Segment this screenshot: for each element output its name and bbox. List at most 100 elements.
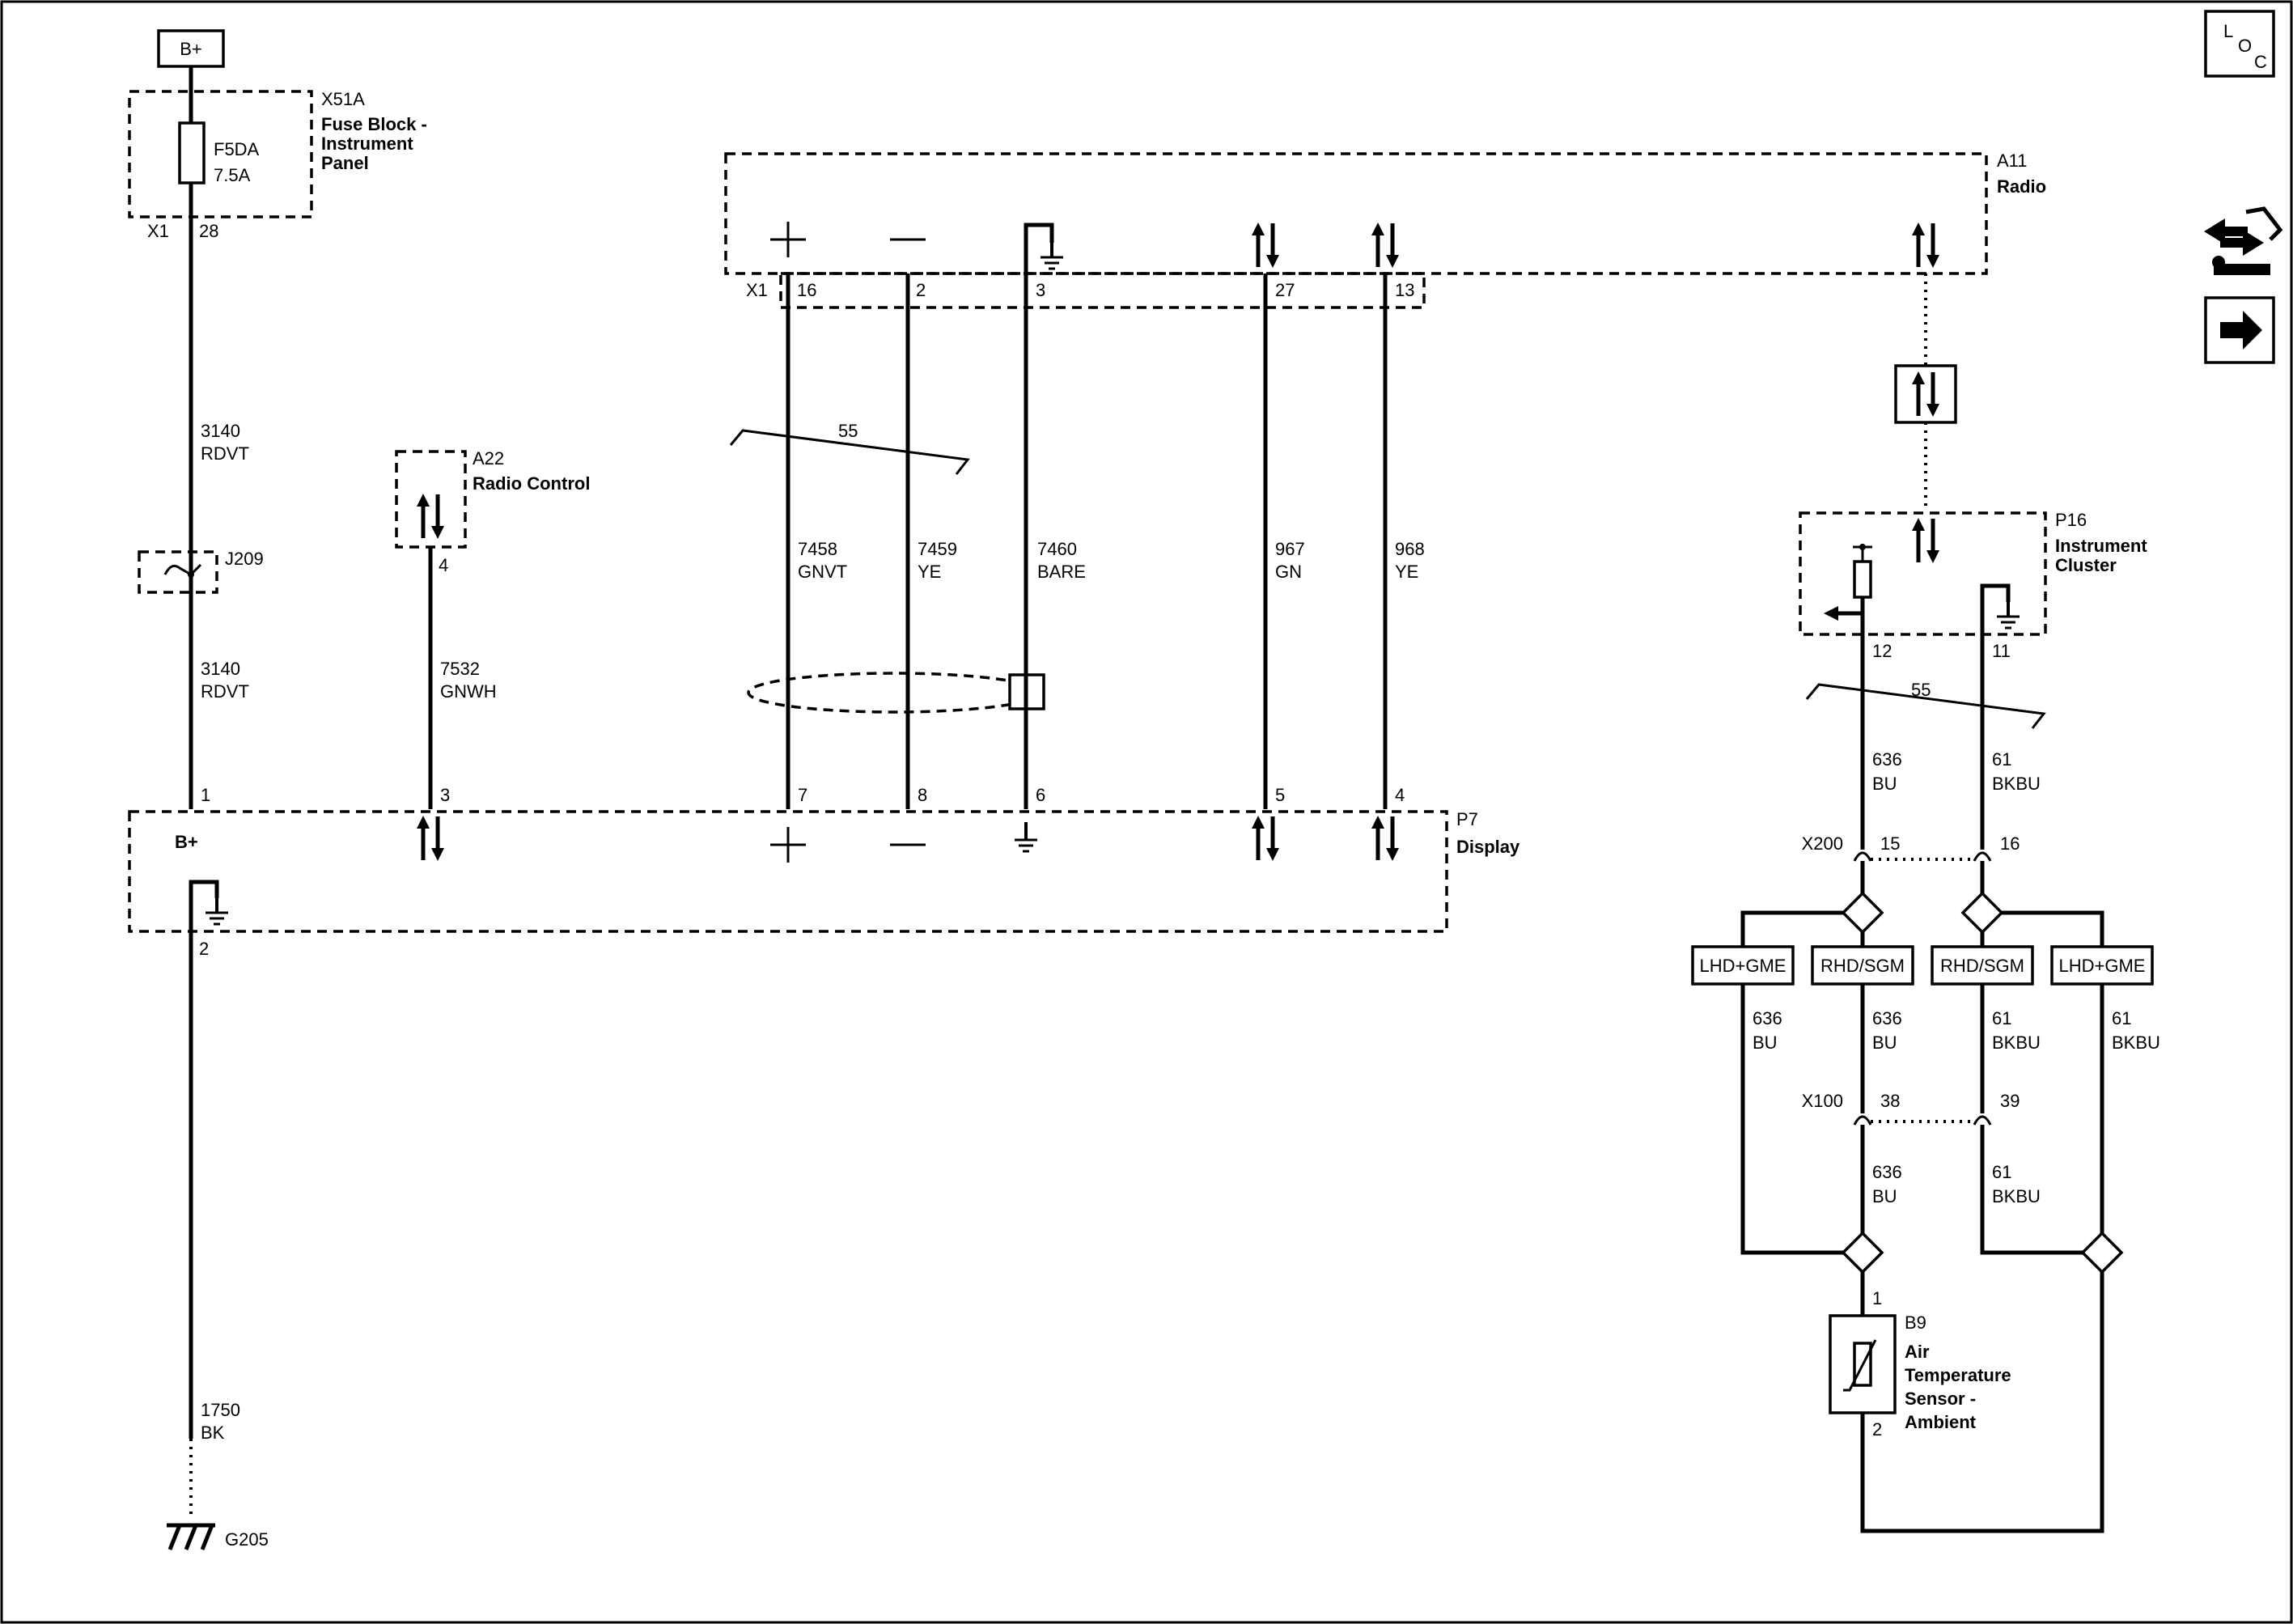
option-rhd-sgm-right[interactable]: RHD/SGM: [1931, 945, 2034, 986]
wire-636-lhd[interactable]: [1740, 984, 1843, 1255]
wire-967-num: 967: [1275, 539, 1305, 559]
twisted-pair-marker-2: 55: [1805, 680, 2046, 729]
display-pin-4: 4: [1395, 785, 1405, 805]
cluster-name-2: Cluster: [2055, 555, 2117, 575]
radio-control-module[interactable]: A22 Radio Control 4: [395, 448, 590, 575]
wire-61-color-b: BKBU: [1992, 1032, 2041, 1053]
splice-j209[interactable]: J209: [138, 549, 264, 594]
join-diamond-636: [1841, 1231, 1884, 1274]
display-pin-6: 6: [1036, 785, 1045, 805]
ambient-air-temperature-sensor[interactable]: 1 2 B9 Air Temperature Sensor - Ambient: [1829, 1288, 2011, 1440]
splice-label: J209: [225, 549, 264, 569]
fuse-block-ref: X51A: [321, 89, 365, 109]
wire-636-color-a: BU: [1872, 774, 1897, 794]
ground-label: G205: [225, 1529, 269, 1550]
radio-control-ref: A22: [473, 448, 504, 469]
wire-61-color-d: BKBU: [1992, 1186, 2041, 1206]
display-pin-3: 3: [440, 785, 450, 805]
option-diamond-636: [1841, 891, 1884, 935]
display-pin-5: 5: [1275, 785, 1285, 805]
radio-pin-3: 3: [1036, 280, 1045, 300]
ground-g205[interactable]: G205: [167, 1523, 269, 1550]
display-ref: P7: [1456, 809, 1478, 829]
radio-pin-13: 13: [1395, 280, 1414, 300]
wire-1750-color: BK: [201, 1423, 225, 1443]
wire-3140-color-b: RDVT: [201, 681, 249, 702]
wire-61-lhd-branch: [2002, 910, 2104, 947]
data-link-symbol: [1894, 364, 1957, 424]
option-label-1: LHD+GME: [1700, 956, 1787, 976]
radio-name: Radio: [1997, 176, 2046, 197]
wire-61-color-a: BKBU: [1992, 774, 2041, 794]
wire-61-lower[interactable]: [1980, 1125, 2083, 1255]
sensor-ref: B9: [1905, 1312, 1926, 1333]
radio-module[interactable]: A11 Radio X1 16 2 3 27 13: [724, 151, 2046, 309]
option-label-2: RHD/SGM: [1820, 956, 1905, 976]
radio-pin-16: 16: [797, 280, 816, 300]
join-diamond-61: [2080, 1231, 2124, 1274]
radio-ref: A11: [1997, 151, 2028, 171]
wire-636-num-c: 636: [1872, 1008, 1902, 1028]
x200-pin-16: 16: [2000, 833, 2020, 854]
wire-61-num-b: 61: [1992, 1008, 2011, 1028]
fuse-connector: X1: [147, 221, 169, 241]
wire-636-num-a: 636: [1872, 749, 1902, 770]
x100-pin-38: 38: [1880, 1091, 1900, 1111]
radio-pin-2: 2: [916, 280, 926, 300]
wire-3140-num-a: 3140: [201, 421, 240, 441]
wire-636-lhd-branch: [1740, 910, 1843, 947]
loc-button[interactable]: L O C: [2204, 10, 2275, 78]
wire-968-num: 968: [1395, 539, 1425, 559]
cluster-pin-12: 12: [1872, 641, 1892, 661]
option-diamond-61: [1960, 891, 2004, 935]
sensor-name-4: Ambient: [1905, 1412, 1977, 1432]
display-name: Display: [1456, 837, 1520, 857]
display-pin-2: 2: [199, 939, 209, 959]
fuse-block[interactable]: X51A Fuse Block - Instrument Panel F5DA …: [128, 89, 427, 241]
wire-7458-color: GNVT: [798, 562, 847, 582]
connector-x200[interactable]: X200 15 16: [1802, 833, 2020, 862]
sensor-pin-2: 2: [1872, 1419, 1882, 1440]
option-label-4: LHD+GME: [2059, 956, 2146, 976]
option-rhd-sgm-left[interactable]: RHD/SGM: [1811, 945, 1914, 986]
option-lhd-gme-right[interactable]: LHD+GME: [2050, 945, 2154, 986]
radio-control-pin: 4: [439, 555, 448, 575]
wire-7460-num: 7460: [1037, 539, 1077, 559]
instrument-cluster[interactable]: P16 Instrument Cluster 12 11: [1799, 510, 2147, 661]
wire-3140-color-a: RDVT: [201, 443, 249, 464]
next-page-arrow-icon[interactable]: [2204, 296, 2275, 364]
cable-shield: [747, 672, 1045, 714]
display-pin-1: 1: [201, 785, 210, 805]
radio-control-name: Radio Control: [473, 473, 590, 494]
wire-636-color-d: BU: [1872, 1186, 1897, 1206]
wire-7458-num: 7458: [798, 539, 837, 559]
cluster-name-1: Instrument: [2055, 536, 2147, 556]
fuse-pin: 28: [199, 221, 218, 241]
loc-c: C: [2254, 52, 2267, 72]
sensor-name-3: Sensor -: [1905, 1389, 1976, 1409]
display-pin-7: 7: [798, 785, 807, 805]
twist2-label: 55: [1911, 680, 1931, 700]
display-module[interactable]: B+ P7 Display 1 3 7 8 6 5 4 2: [128, 785, 1520, 959]
connector-x100[interactable]: X100 38 39: [1802, 1091, 2020, 1126]
wire-7460-color: BARE: [1037, 562, 1086, 582]
fuse-rating: 7.5A: [214, 165, 251, 185]
sensor-name-1: Air: [1905, 1342, 1930, 1362]
wire-636-num-b: 636: [1753, 1008, 1782, 1028]
wire-7532-num: 7532: [440, 659, 480, 679]
wire-61-color-c: BKBU: [2112, 1032, 2160, 1053]
component-connector-icon[interactable]: [2204, 206, 2283, 275]
loc-o: O: [2238, 36, 2252, 56]
display-bplus: B+: [175, 832, 198, 852]
wire-967-color: GN: [1275, 562, 1302, 582]
wire-sensor-return[interactable]: [1860, 1272, 2104, 1533]
twist-label: 55: [838, 421, 858, 441]
wire-7459-num: 7459: [918, 539, 957, 559]
fuse-block-name-3: Panel: [321, 153, 369, 173]
wire-61-num-d: 61: [1992, 1162, 2011, 1182]
wire-968-color: YE: [1395, 562, 1418, 582]
wire-1750-num: 1750: [201, 1400, 240, 1420]
option-lhd-gme-left[interactable]: LHD+GME: [1691, 945, 1795, 986]
